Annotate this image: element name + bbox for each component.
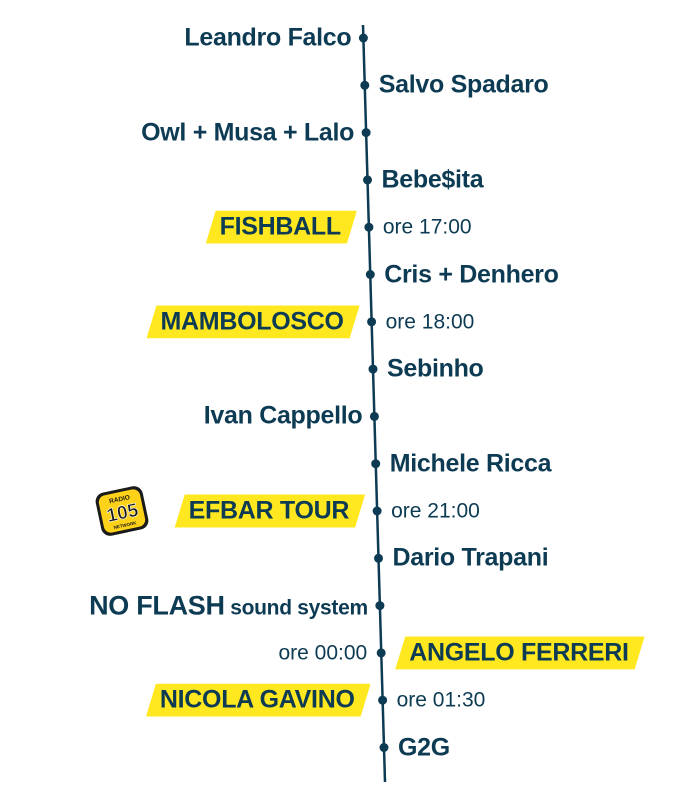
- timeline-dot: [363, 175, 372, 185]
- timeline-dot: [374, 553, 383, 563]
- artist-name: NO FLASH: [89, 590, 225, 621]
- logo-top-text: RADIO: [109, 494, 131, 505]
- artist-label: Bebe$ita: [381, 165, 484, 194]
- artist-label: Dario Trapani: [392, 543, 549, 572]
- timeline-dot: [376, 648, 386, 658]
- timeline-dots: [358, 33, 389, 752]
- artist-label: Salvo Spadaro: [378, 70, 549, 99]
- time-label: ore 18:00: [385, 310, 475, 334]
- artist-label: Ivan Cappello: [203, 401, 363, 430]
- headliner-label: MAMBOLOSCO: [147, 305, 360, 338]
- headliner-label: ANGELO FERRERI: [395, 636, 644, 669]
- artist-label: NO FLASH sound system: [89, 592, 368, 619]
- artist-label: G2G: [397, 733, 450, 761]
- timeline-dot: [368, 364, 378, 374]
- time-label: ore 00:00: [278, 641, 368, 665]
- timeline-dot: [367, 317, 377, 327]
- timeline-line: [361, 24, 387, 783]
- headliner-label: EFBAR TOUR: [175, 495, 365, 528]
- logo-bottom-text: NETWORK: [113, 520, 138, 530]
- timeline-dot: [372, 506, 382, 516]
- artist-label: Michele Ricca: [389, 449, 552, 478]
- timeline-dot: [360, 80, 370, 90]
- timeline-dot: [378, 695, 388, 705]
- timeline-dot: [365, 270, 375, 279]
- headliner-label: NICOLA GAVINO: [146, 684, 371, 717]
- timeline-dot: [375, 601, 385, 611]
- timeline-dot: [364, 222, 374, 232]
- timeline-dot: [358, 33, 368, 43]
- artist-suffix: sound system: [224, 596, 368, 620]
- timeline-dot: [361, 128, 371, 138]
- headliner-label: FISHBALL: [206, 211, 357, 244]
- time-label: ore 01:30: [396, 688, 486, 712]
- time-label: ore 17:00: [382, 215, 472, 239]
- artist-label: Cris + Denhero: [384, 260, 559, 288]
- timeline-dot: [371, 459, 381, 469]
- timeline-dot: [369, 411, 379, 421]
- artist-label: Leandro Falco: [184, 23, 352, 52]
- timeline-dot: [379, 743, 389, 752]
- artist-label: Owl + Musa + Lalo: [141, 118, 355, 147]
- artist-label: Sebinho: [387, 354, 484, 383]
- time-label: ore 21:00: [391, 499, 480, 523]
